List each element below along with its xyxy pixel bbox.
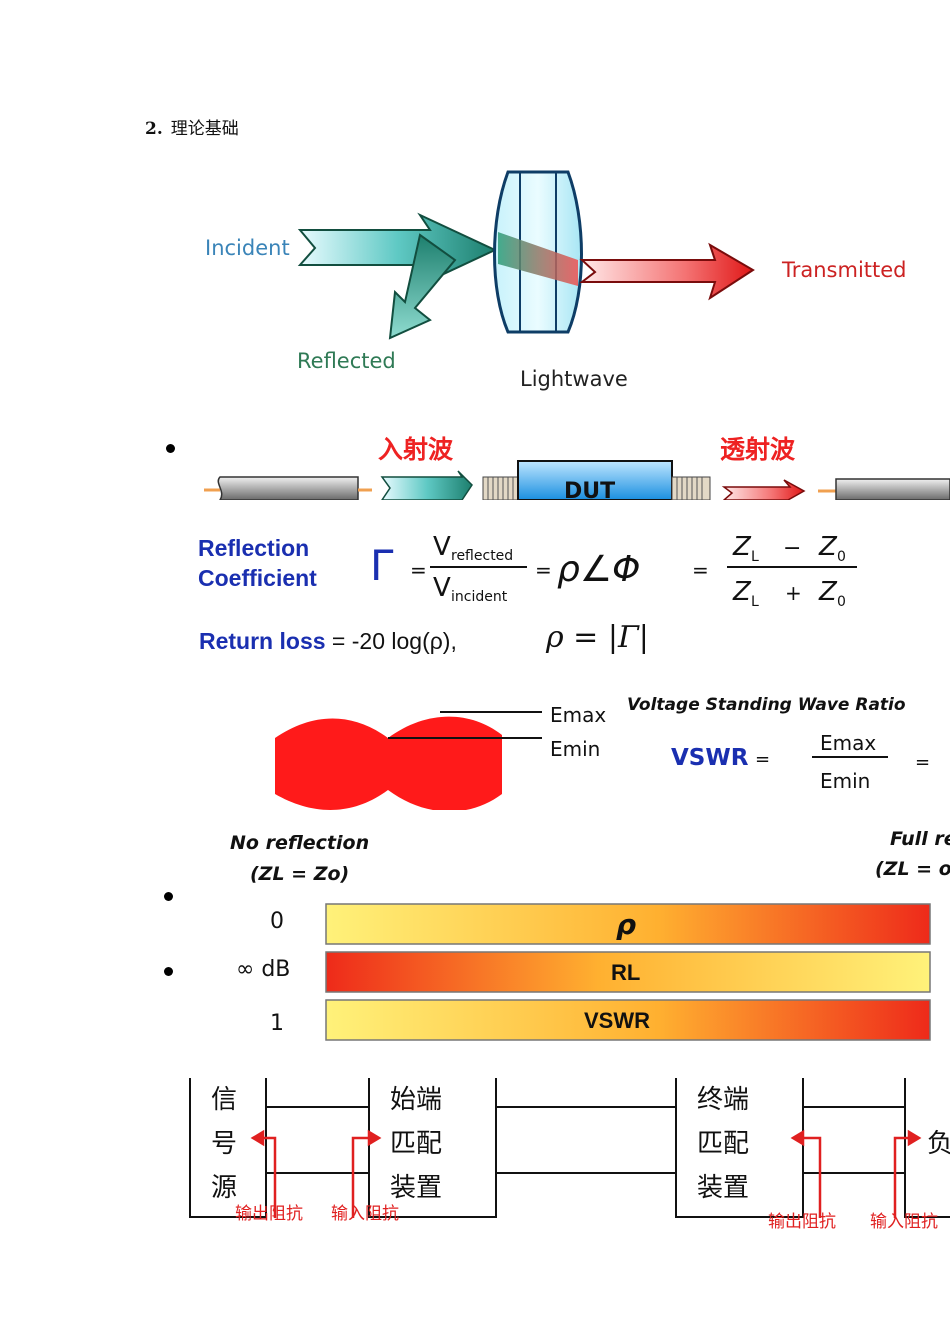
source-char: 号 bbox=[211, 1129, 237, 1159]
bullet bbox=[164, 892, 173, 901]
lightwave-label: Lightwave bbox=[520, 367, 628, 391]
source-char: 信 bbox=[211, 1085, 237, 1115]
source-char: 源 bbox=[211, 1173, 237, 1203]
gamma-symbol: Γ bbox=[370, 541, 394, 590]
no-reflection-condition: (ZL = Zo) bbox=[250, 863, 350, 885]
no-reflection-label: No reflection bbox=[230, 832, 370, 854]
rho-scale-start: 0 bbox=[270, 909, 284, 934]
dut-incident-arrow bbox=[380, 470, 473, 500]
vswr-fraction-denominator: Emin bbox=[820, 769, 870, 793]
return-loss-expression: = -20 log(ρ), bbox=[331, 628, 457, 654]
rl-bar bbox=[325, 951, 931, 993]
eq-sign: = bbox=[915, 752, 930, 773]
output-impedance-label: 输出阻抗 bbox=[235, 1204, 303, 1224]
rl-bar-label: RL bbox=[611, 960, 640, 985]
vswr-scale-start: 1 bbox=[270, 1011, 284, 1036]
return-loss-line: Return loss = -20 log(ρ), bbox=[199, 628, 457, 655]
z-zero: Z bbox=[818, 532, 838, 562]
eq-sign: = bbox=[410, 558, 427, 582]
incident-wave-label: 入射波 bbox=[378, 435, 454, 464]
emin-label: Emin bbox=[550, 737, 600, 761]
rho-magnitude: ρ = |Γ| bbox=[546, 620, 649, 655]
eq-sign: = bbox=[755, 749, 770, 770]
dut-label: DUT bbox=[564, 479, 615, 500]
output-impedance-arrow bbox=[797, 1136, 822, 1218]
v-numerator-sub: reflected bbox=[451, 548, 513, 564]
eq-sign: = bbox=[535, 558, 552, 582]
end-match-label: 终端 bbox=[697, 1085, 749, 1115]
dut-transmitted-arrow bbox=[721, 479, 806, 500]
vswr-fraction-numerator: Emax bbox=[820, 731, 876, 755]
full-reflection-label: Full re bbox=[890, 828, 950, 850]
lens-beam bbox=[498, 232, 578, 286]
transmitted-arrow bbox=[579, 242, 755, 301]
z-sub: L bbox=[751, 549, 759, 565]
z-sub: 0 bbox=[837, 594, 846, 610]
reflection-equation: Γ = V reflected V incident = ρ∠Φ = Z L −… bbox=[370, 532, 857, 610]
rho-bar-label: ρ bbox=[616, 908, 636, 941]
full-reflection-condition: (ZL = op bbox=[875, 858, 950, 880]
left-cable bbox=[217, 476, 359, 500]
vswr-bar bbox=[325, 999, 931, 1041]
reflection-label-line1: Reflection bbox=[198, 535, 310, 561]
reflection-label-line2: Coefficient bbox=[198, 565, 317, 591]
bullet bbox=[166, 444, 175, 453]
z-load: Z bbox=[732, 532, 752, 562]
section-heading: 2. 理论基础 bbox=[145, 114, 239, 139]
matching-circuit: 信 号 源 始端 匹配 装置 终端 匹配 装置 负 输出阻抗 输入阻抗 输出阻抗… bbox=[189, 1078, 950, 1232]
load-label: 负 bbox=[927, 1129, 950, 1159]
start-match-label: 始端 bbox=[390, 1085, 442, 1115]
plus-sign: + bbox=[785, 581, 802, 605]
start-match-label: 装置 bbox=[390, 1173, 442, 1203]
v-denominator: V bbox=[433, 573, 451, 603]
z-zero: Z bbox=[818, 577, 838, 607]
z-sub: L bbox=[751, 594, 759, 610]
input-impedance-label: 输入阻抗 bbox=[870, 1212, 938, 1232]
incident-arrow bbox=[297, 212, 498, 280]
standing-wave-envelope bbox=[275, 716, 502, 810]
section-title: 理论基础 bbox=[170, 119, 239, 139]
input-impedance-label: 输入阻抗 bbox=[331, 1204, 399, 1224]
vswr-title: Voltage Standing Wave Ratio bbox=[627, 695, 906, 715]
transmitted-label: Transmitted bbox=[781, 258, 907, 282]
incident-label: Incident bbox=[205, 236, 290, 260]
bullet bbox=[164, 967, 173, 976]
reflection-coefficient-label: Reflection Coefficient bbox=[198, 533, 317, 593]
eq-sign: = bbox=[692, 558, 709, 582]
connector-right bbox=[671, 476, 711, 500]
vswr-bar-label: VSWR bbox=[584, 1008, 650, 1033]
scale-bars: 0 ρ ∞ dB RL 1 VSWR bbox=[236, 903, 931, 1041]
emax-label: Emax bbox=[550, 703, 606, 727]
right-cable bbox=[835, 478, 950, 500]
end-match-label: 匹配 bbox=[697, 1129, 749, 1159]
z-sub: 0 bbox=[837, 549, 846, 565]
reflected-arrow bbox=[388, 233, 457, 340]
standing-wave-figure: Emax Emin Voltage Standing Wave Ratio VS… bbox=[275, 695, 930, 810]
return-loss-label: Return loss bbox=[199, 628, 326, 654]
start-match-label: 匹配 bbox=[390, 1129, 442, 1159]
output-impedance-label: 输出阻抗 bbox=[768, 1212, 836, 1232]
minus-sign: − bbox=[783, 536, 801, 561]
input-impedance-arrow bbox=[351, 1136, 375, 1218]
v-numerator: V bbox=[433, 532, 451, 562]
section-number: 2. bbox=[145, 119, 163, 139]
rho-angle-phi: ρ∠Φ bbox=[557, 549, 640, 590]
v-denominator-sub: incident bbox=[451, 589, 508, 605]
z-load: Z bbox=[732, 577, 752, 607]
dut-figure: 入射波 透射波 DUT bbox=[204, 435, 950, 500]
lightwave-figure: Incident Reflected Transmitted Lightwave bbox=[205, 170, 907, 391]
transmitted-wave-label: 透射波 bbox=[720, 435, 796, 464]
vswr-label: VSWR bbox=[671, 745, 749, 771]
end-match-label: 装置 bbox=[697, 1173, 749, 1203]
rl-scale-start: ∞ dB bbox=[236, 957, 290, 982]
reflected-label: Reflected bbox=[297, 349, 396, 373]
rho-bar bbox=[325, 903, 931, 945]
